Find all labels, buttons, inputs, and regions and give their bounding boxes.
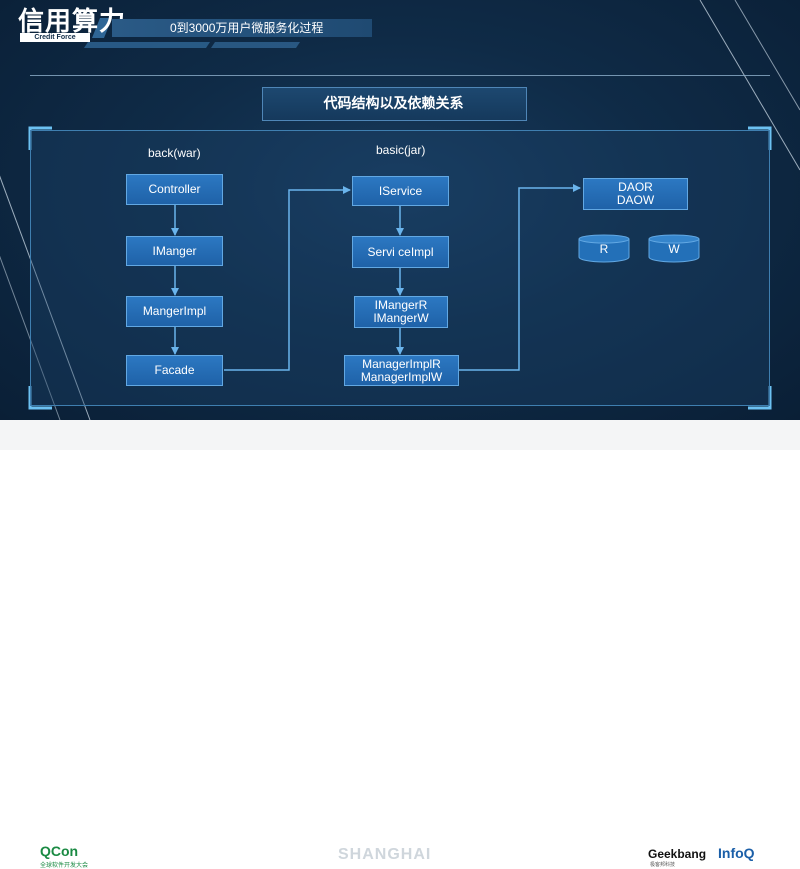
header-subtitle: 0到3000万用户微服务化过程 [170, 21, 324, 35]
imanger-node: IManger [126, 236, 223, 266]
dao-node: DAOR DAOW [583, 178, 688, 210]
qcon-subtitle: 全球软件开发大会 [40, 863, 89, 869]
infoq-logo: InfoQ [718, 845, 755, 861]
title-box [262, 87, 527, 121]
geekbang-logo: Geekbang [648, 847, 707, 861]
mangerimpl-node: MangerImpl [126, 296, 223, 327]
header-divider [30, 75, 770, 76]
imangerrw-node: IMangerR IMangerW [354, 296, 448, 328]
controller-node: Controller [126, 174, 223, 205]
qcon-logo: QCon [40, 843, 79, 859]
database-w-label: W [668, 242, 680, 256]
back-column-label: back(war) [148, 146, 201, 160]
database-r-label: R [599, 242, 609, 256]
slide-canvas: 信用算力 Credit Force 0到3000万用户微服务化过程 代码结构以及… [0, 0, 800, 420]
slide-title: 代码结构以及依赖关系 [323, 95, 464, 111]
database-w-icon [648, 234, 700, 263]
basic-column-label: basic(jar) [376, 143, 426, 157]
serviceimpl-node: Servi ceImpl [352, 236, 449, 268]
logo-subtext: Credit Force [20, 33, 90, 42]
footer-city: SHANGHAI [338, 846, 432, 863]
iservice-node: IService [352, 176, 449, 206]
facade-node: Facade [126, 355, 223, 386]
database-r-icon [578, 234, 630, 263]
logo-text: 信用算力 [18, 6, 127, 36]
database-r: R [578, 234, 630, 263]
geekbang-subtitle: 极客邦科技 [650, 862, 676, 868]
footer: QCon 全球软件开发大会 SHANGHAI Geekbang 极客邦科技 In… [0, 420, 800, 869]
mangerimplrw-node: ManagerImplR ManagerImplW [344, 355, 459, 386]
header-bar [112, 19, 372, 37]
database-w: W [648, 234, 700, 263]
